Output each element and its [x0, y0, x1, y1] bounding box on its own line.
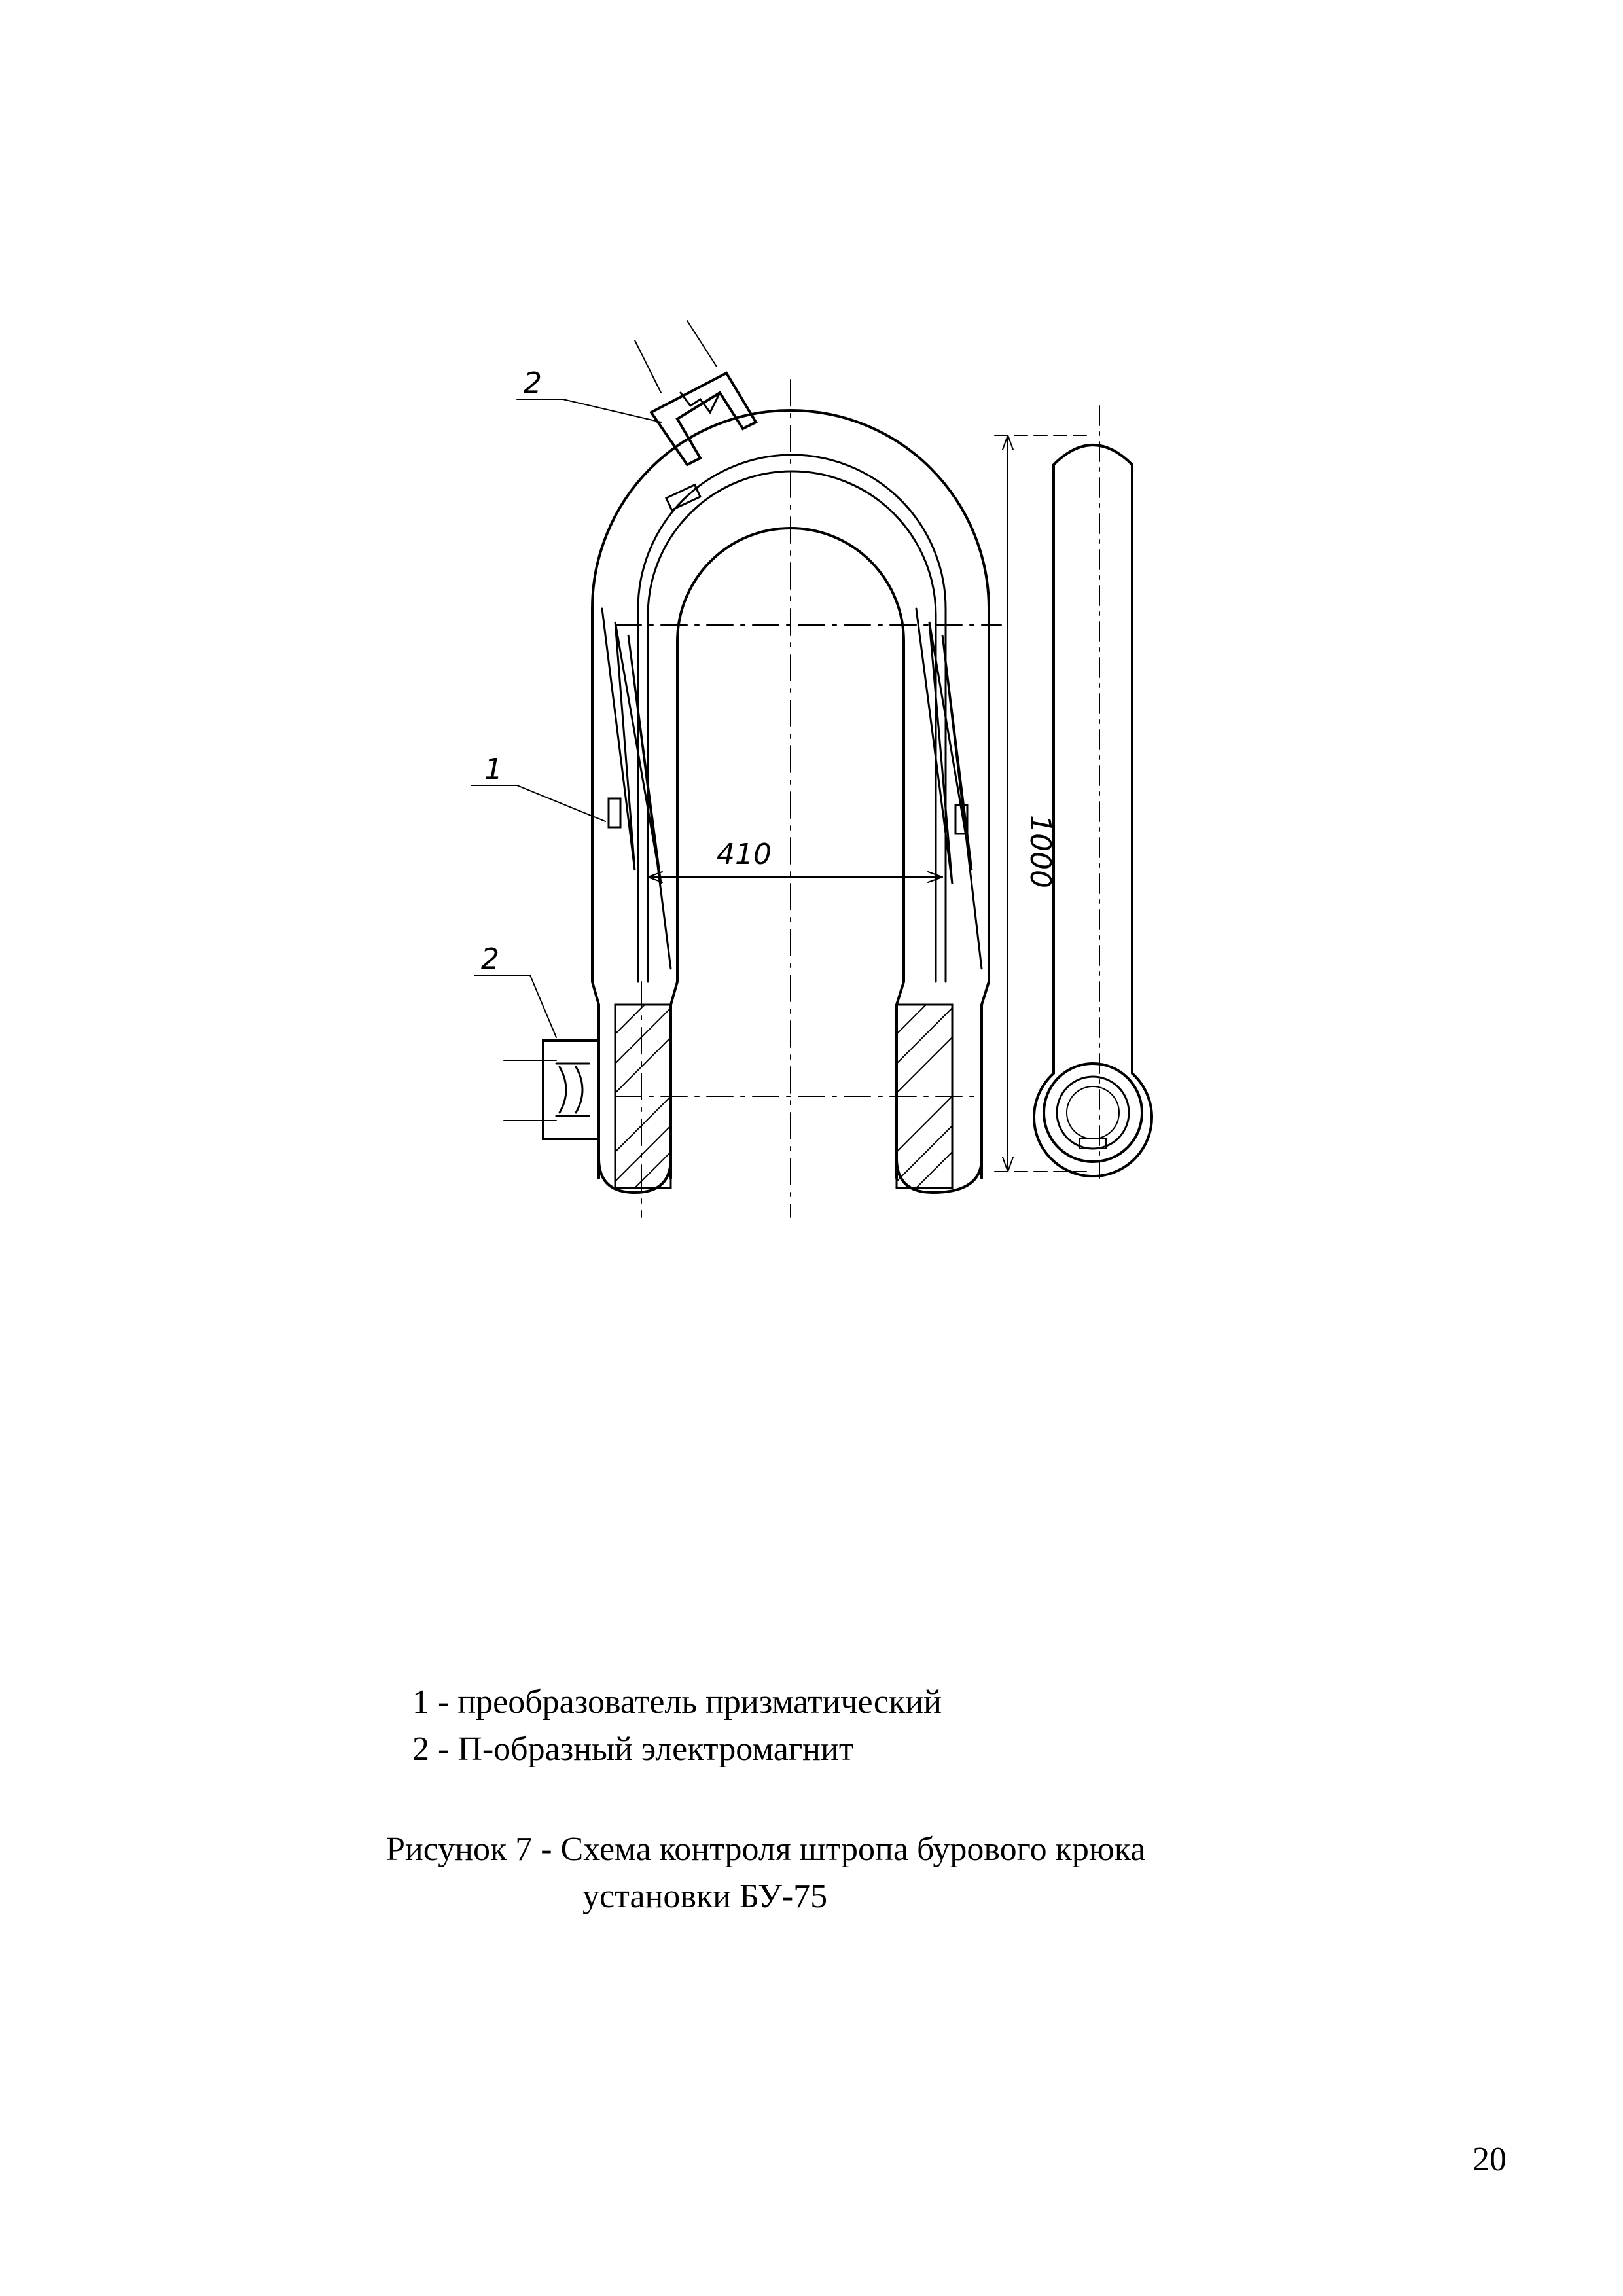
- height-dimension-label: 1000: [1024, 815, 1057, 888]
- side-view-outer-ring: [1043, 1062, 1143, 1163]
- hatching-right: [896, 1004, 953, 1189]
- callout-leader-2-bottom: [474, 975, 557, 1038]
- figure-legend: 1 - преобразователь призматический 2 - П…: [412, 1679, 942, 1773]
- right-zigzag: [915, 607, 983, 970]
- arch-inner-rail-2: [647, 470, 937, 983]
- left-zigzag: [601, 607, 672, 970]
- transducer-arch: [665, 483, 702, 512]
- legend-item-2: 2 - П-образный электромагнит: [412, 1731, 854, 1768]
- caption-line-2: установки БУ-75: [582, 1878, 828, 1915]
- arch-inner-rail: [637, 454, 947, 983]
- side-view-bore: [1066, 1086, 1120, 1139]
- figure-caption: Рисунок 7 - Схема контроля штропа бурово…: [386, 1826, 1145, 1920]
- technical-drawing: 2 1 2 410 1000: [419, 295, 1217, 1244]
- drawing-svg: 2 1 2 410 1000: [471, 320, 1153, 1218]
- top-coil: [679, 391, 721, 414]
- side-view-inner-ring: [1056, 1075, 1130, 1150]
- center-lines: [615, 379, 1002, 1218]
- right-eye-bottom: [895, 1157, 983, 1194]
- side-view-contour: [1033, 444, 1153, 1177]
- legend-item-1: 1 - преобразователь призматический: [412, 1683, 942, 1721]
- side-view-electromagnet: [1079, 1138, 1107, 1149]
- callout-2-bottom: 2: [481, 942, 499, 976]
- page-number: 20: [1472, 2141, 1507, 2178]
- bottom-coil: [555, 1062, 590, 1117]
- caption-line-1: Рисунок 7 - Схема контроля штропа бурово…: [386, 1831, 1146, 1868]
- link-outer-contour: [591, 409, 990, 1179]
- transducer-left: [607, 797, 622, 829]
- left-eye-bottom: [597, 1157, 672, 1194]
- callout-1: 1: [484, 753, 503, 786]
- hatching-left: [615, 1004, 671, 1189]
- callout-2-top: 2: [524, 367, 542, 400]
- width-dimension-label: 410: [717, 838, 772, 871]
- transducer-right: [954, 804, 969, 835]
- callout-leader-1: [471, 785, 606, 822]
- bottom-electromagnet: [542, 1039, 600, 1140]
- top-electromagnet: [649, 371, 758, 467]
- callout-leader-2-top: [516, 399, 662, 423]
